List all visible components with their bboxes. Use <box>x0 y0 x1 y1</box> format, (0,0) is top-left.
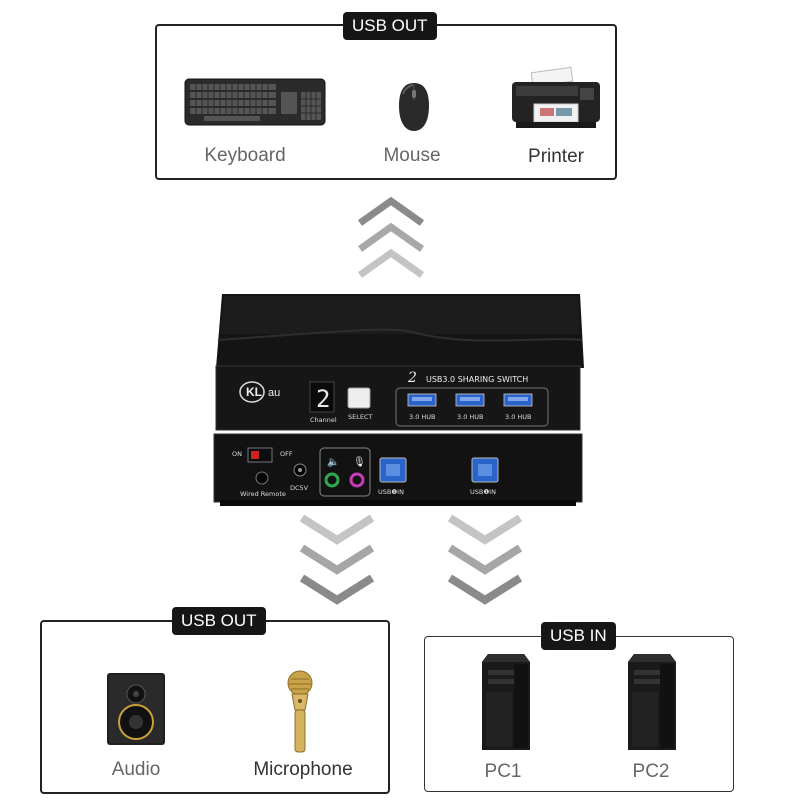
keyboard-icon <box>184 78 326 131</box>
brand-logo <box>239 381 265 403</box>
on-label: ON <box>232 450 242 458</box>
printer-icon <box>510 66 602 135</box>
channel-label: Channel <box>310 416 337 424</box>
usb2-in-label: USB❷IN <box>378 488 404 496</box>
usb2-in-port[interactable] <box>379 457 407 483</box>
pc2-label: PC2 <box>632 761 670 782</box>
select-label: SELECT <box>348 413 372 421</box>
title-badge: 2 <box>407 370 417 386</box>
bottom-usb-in-tag: USB IN <box>541 622 616 650</box>
hub-port-1-label: 3.0 HUB <box>409 413 436 421</box>
mic-symbol-icon: 🎙 <box>353 456 366 468</box>
audio-out-jack[interactable] <box>324 472 340 488</box>
bottom-usb-out-tag: USB OUT <box>172 607 266 635</box>
usb1-in-port[interactable] <box>471 457 499 483</box>
hub-port-3[interactable] <box>503 393 533 407</box>
brand-text: KL <box>246 385 262 399</box>
dc-label: DC5V <box>290 484 309 492</box>
pc1-label: PC1 <box>484 761 522 782</box>
usb1-in-label: USB❶IN <box>470 488 496 496</box>
mouse-label: Mouse <box>383 145 441 166</box>
printer-label: Printer <box>528 146 584 167</box>
hub-port-2[interactable] <box>455 393 485 407</box>
select-button[interactable] <box>347 387 371 409</box>
bottom-usb-in-box <box>424 636 734 792</box>
device-title: USB3.0 SHARING SWITCH <box>426 375 528 384</box>
mic-in-jack[interactable] <box>349 472 365 488</box>
down-arrows-left-icon <box>298 512 376 617</box>
pc2-tower-icon <box>620 652 684 757</box>
bottom-usb-out-box <box>40 620 390 794</box>
hub-port-2-label: 3.0 HUB <box>457 413 484 421</box>
wired-remote-jack[interactable] <box>255 471 269 485</box>
top-usb-out-tag: USB OUT <box>343 12 437 40</box>
channel-digit: 2 <box>316 385 330 413</box>
mouse-icon <box>397 82 431 137</box>
audio-label: Audio <box>111 759 161 780</box>
microphone-label: Microphone <box>253 759 353 780</box>
speaker-icon <box>106 672 166 751</box>
hub-port-3-label: 3.0 HUB <box>505 413 532 421</box>
brand-suffix: au <box>268 387 280 399</box>
hub-port-1[interactable] <box>407 393 437 407</box>
kvm-switch-device: KL au 2 Channel SELECT 2 USB3.0 SHARING … <box>212 288 588 513</box>
pc1-tower-icon <box>474 652 538 757</box>
up-arrows-icon <box>356 195 426 290</box>
keyboard-label: Keyboard <box>204 145 286 166</box>
wired-remote-label: Wired Remote <box>240 490 286 498</box>
off-label: OFF <box>280 450 293 458</box>
down-arrows-right-icon <box>446 512 524 617</box>
microphone-icon <box>283 670 317 759</box>
speaker-symbol-icon: 🔈 <box>327 457 339 468</box>
